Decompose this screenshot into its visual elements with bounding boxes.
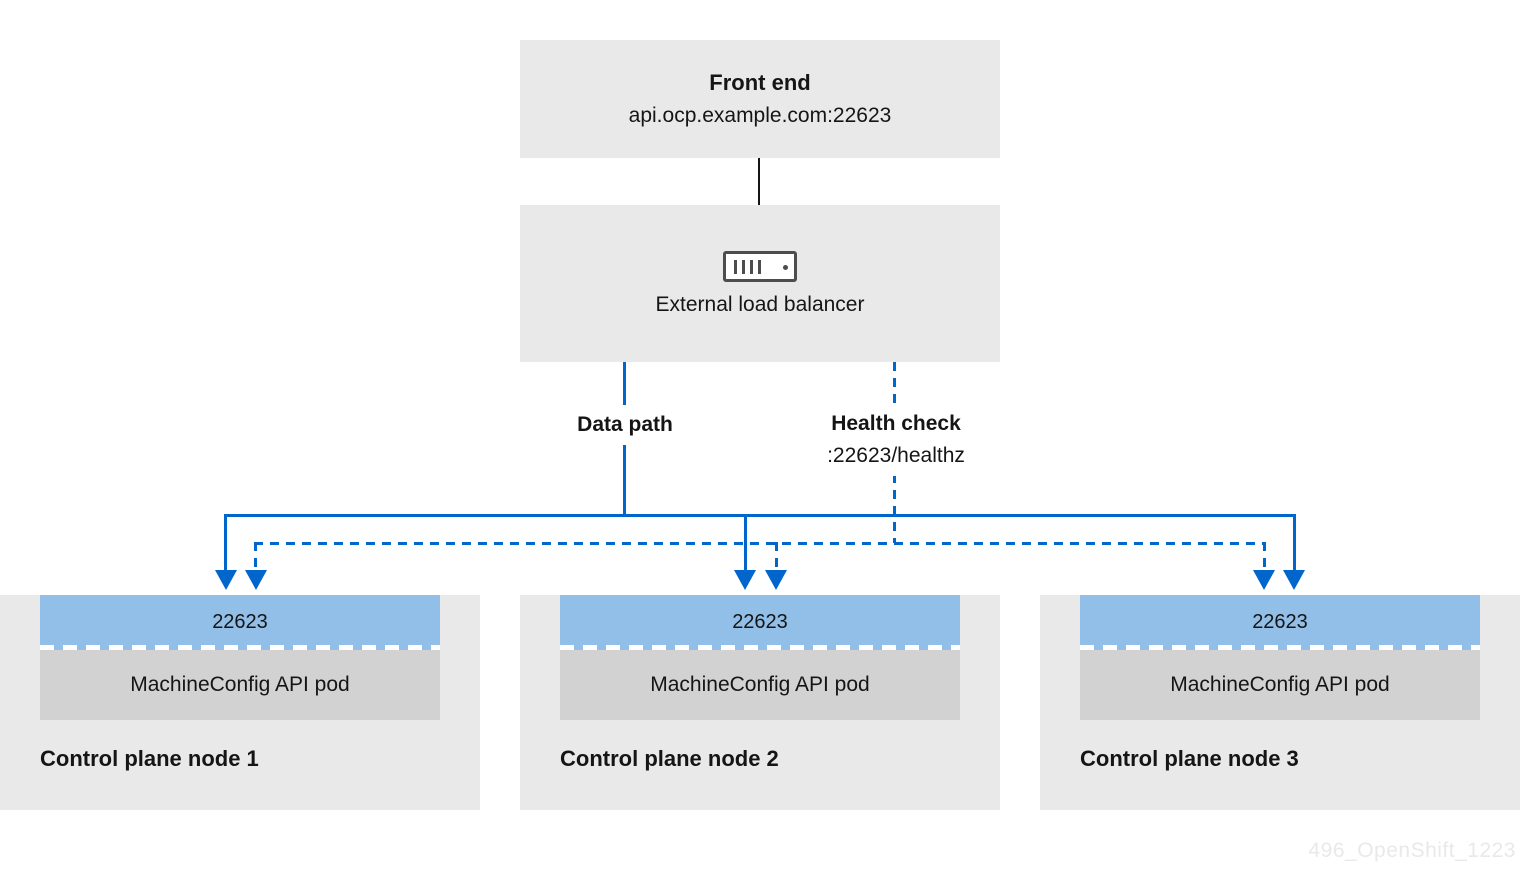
port-box: 22623 <box>40 595 440 650</box>
health-check-bus-line <box>254 542 1266 545</box>
front-end-box: Front end api.ocp.example.com:22623 <box>520 40 1000 158</box>
dashed-arrow-down-icon <box>1253 570 1275 590</box>
health-check-drop-node2 <box>775 542 778 573</box>
port-label: 22623 <box>1252 611 1308 633</box>
load-balancer-box: External load balancer <box>520 205 1000 362</box>
health-check-title: Health check <box>831 412 961 435</box>
health-check-label: Health check :22623/healthz <box>819 404 973 476</box>
dashed-arrow-down-icon <box>765 570 787 590</box>
data-path-drop-node3 <box>1293 514 1296 572</box>
node-label: Control plane node 3 <box>1080 746 1299 771</box>
control-plane-node-1-box: 22623 MachineConfig API pod Control plan… <box>0 595 480 810</box>
server-icon <box>723 250 797 282</box>
port-label: 22623 <box>732 611 788 633</box>
front-end-title: Front end <box>709 70 811 95</box>
front-end-address: api.ocp.example.com:22623 <box>628 104 892 127</box>
port-box: 22623 <box>560 595 960 650</box>
data-path-label: Data path <box>569 405 681 445</box>
arrow-down-icon <box>734 570 756 590</box>
port-label: 22623 <box>212 611 268 633</box>
node-label: Control plane node 2 <box>560 746 779 771</box>
port-box: 22623 <box>1080 595 1480 650</box>
health-check-drop-node1 <box>254 542 257 573</box>
front-end-to-lb-connector <box>758 158 760 205</box>
machineconfig-api-pod-box: MachineConfig API pod <box>1080 650 1480 720</box>
arrow-down-icon <box>1283 570 1305 590</box>
machineconfig-api-pod-box: MachineConfig API pod <box>40 650 440 720</box>
pod-label: MachineConfig API pod <box>130 673 350 696</box>
node-label: Control plane node 1 <box>40 746 259 771</box>
machineconfig-api-pod-box: MachineConfig API pod <box>560 650 960 720</box>
pod-label: MachineConfig API pod <box>650 673 870 696</box>
dashed-arrow-down-icon <box>245 570 267 590</box>
control-plane-node-3-box: 22623 MachineConfig API pod Control plan… <box>1040 595 1520 810</box>
data-path-drop-node1 <box>224 514 227 572</box>
health-check-endpoint: :22623/healthz <box>827 444 965 467</box>
control-plane-node-2-box: 22623 MachineConfig API pod Control plan… <box>520 595 1000 810</box>
load-balancer-label: External load balancer <box>655 292 865 316</box>
server-led-dot <box>783 264 788 270</box>
arrow-down-icon <box>215 570 237 590</box>
pod-label: MachineConfig API pod <box>1170 673 1390 696</box>
data-path-bus-line <box>224 514 1296 517</box>
watermark: 496_OpenShift_1223 <box>1308 839 1516 862</box>
health-check-drop-node3 <box>1263 542 1266 573</box>
